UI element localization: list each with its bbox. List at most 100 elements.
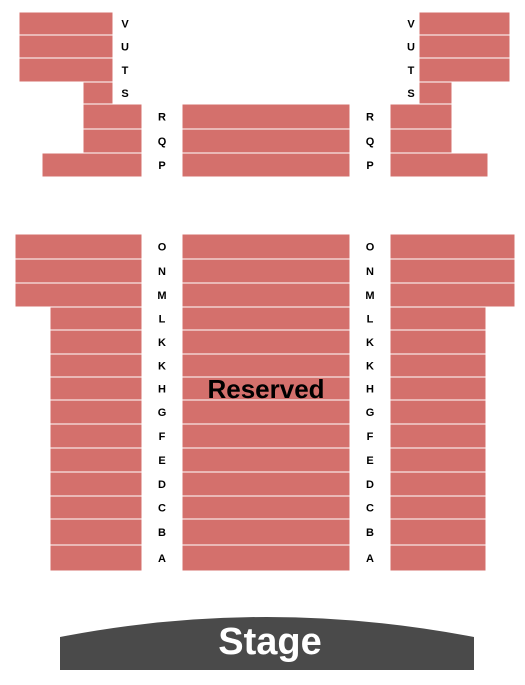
row-o-0-right-block[interactable]	[389, 233, 516, 260]
row-m-2-left-block[interactable]	[14, 282, 143, 308]
row-label-o-0-left: O	[158, 242, 167, 254]
row-l-3-left-block[interactable]	[49, 306, 143, 331]
row-label-s-right: S	[407, 88, 414, 100]
stage	[60, 617, 474, 670]
row-c-11-right-block[interactable]	[389, 495, 487, 520]
row-label-a-13-left: A	[158, 553, 166, 565]
row-r-left-block[interactable]	[82, 103, 143, 130]
row-label-u-left: U	[121, 42, 129, 54]
row-label-c-11-right: C	[366, 503, 374, 515]
reserved-section-label: Reserved	[207, 374, 324, 404]
row-c-11-left-block[interactable]	[49, 495, 143, 520]
row-f-8-left-block[interactable]	[49, 423, 143, 449]
row-g-7-left-block[interactable]	[49, 399, 143, 425]
row-v-left-block[interactable]	[18, 11, 114, 36]
row-e-9-left-block[interactable]	[49, 447, 143, 473]
row-m-2-center-block[interactable]	[181, 282, 351, 308]
row-label-q-left: Q	[158, 136, 167, 148]
row-v-right-block[interactable]	[418, 11, 511, 36]
row-label-n-1-left: N	[158, 266, 166, 278]
row-e-9-right-block[interactable]	[389, 447, 487, 473]
row-u-left-block[interactable]	[18, 34, 114, 59]
row-r-right-block[interactable]	[389, 103, 453, 130]
row-label-o-0-right: O	[366, 242, 375, 254]
row-label-d-10-left: D	[158, 479, 166, 491]
row-n-1-right-block[interactable]	[389, 258, 516, 284]
row-t-left-block[interactable]	[18, 57, 114, 83]
row-a-13-center-block[interactable]	[181, 544, 351, 572]
row-q-left-block[interactable]	[82, 128, 143, 154]
row-g-7-right-block[interactable]	[389, 399, 487, 425]
row-d-10-left-block[interactable]	[49, 471, 143, 497]
row-h-6-left-block[interactable]	[49, 376, 143, 401]
row-label-u-right: U	[407, 42, 415, 54]
row-p-center-block[interactable]	[181, 152, 351, 178]
row-a-13-right-block[interactable]	[389, 544, 487, 572]
row-label-c-11-left: C	[158, 503, 166, 515]
row-m-2-right-block[interactable]	[389, 282, 516, 308]
row-label-h-6-right: H	[366, 384, 374, 396]
row-q-right-block[interactable]	[389, 128, 453, 154]
row-b-12-left-block[interactable]	[49, 518, 143, 546]
row-p-left-block[interactable]	[41, 152, 143, 178]
row-label-t-left: T	[122, 65, 129, 77]
row-d-10-right-block[interactable]	[389, 471, 487, 497]
row-o-0-left-block[interactable]	[14, 233, 143, 260]
row-label-e-9-left: E	[158, 455, 165, 467]
row-l-3-center-block[interactable]	[181, 306, 351, 331]
row-label-l-3-right: L	[367, 314, 374, 326]
seat-blocks	[14, 11, 516, 572]
row-label-k-5-right: K	[366, 361, 374, 373]
row-label-g-7-right: G	[366, 407, 375, 419]
row-label-s-left: S	[121, 88, 128, 100]
row-label-g-7-left: G	[158, 407, 167, 419]
row-label-q-right: Q	[366, 136, 375, 148]
stage-label: Stage	[218, 621, 321, 663]
row-b-12-right-block[interactable]	[389, 518, 487, 546]
row-f-8-right-block[interactable]	[389, 423, 487, 449]
row-label-p-right: P	[366, 160, 373, 172]
row-label-k-4-right: K	[366, 337, 374, 349]
row-k-5-right-block[interactable]	[389, 353, 487, 378]
row-a-13-left-block[interactable]	[49, 544, 143, 572]
row-o-0-center-block[interactable]	[181, 233, 351, 260]
row-t-right-block[interactable]	[418, 57, 511, 83]
row-k-5-left-block[interactable]	[49, 353, 143, 378]
row-d-10-center-block[interactable]	[181, 471, 351, 497]
row-l-3-right-block[interactable]	[389, 306, 487, 331]
row-k-4-center-block[interactable]	[181, 329, 351, 355]
row-h-6-right-block[interactable]	[389, 376, 487, 401]
row-n-1-center-block[interactable]	[181, 258, 351, 284]
row-f-8-center-block[interactable]	[181, 423, 351, 449]
row-label-b-12-right: B	[366, 527, 374, 539]
row-label-m-2-left: M	[157, 290, 166, 302]
row-label-n-1-right: N	[366, 266, 374, 278]
row-s-left-block[interactable]	[82, 81, 114, 105]
row-q-center-block[interactable]	[181, 128, 351, 154]
row-u-right-block[interactable]	[418, 34, 511, 59]
row-r-center-block[interactable]	[181, 103, 351, 130]
row-label-b-12-left: B	[158, 527, 166, 539]
row-label-h-6-left: H	[158, 384, 166, 396]
row-label-f-8-left: F	[159, 431, 166, 443]
row-k-4-right-block[interactable]	[389, 329, 487, 355]
row-s-right-block[interactable]	[418, 81, 453, 105]
row-c-11-center-block[interactable]	[181, 495, 351, 520]
row-label-t-right: T	[408, 65, 415, 77]
row-label-m-2-right: M	[365, 290, 374, 302]
row-n-1-left-block[interactable]	[14, 258, 143, 284]
row-k-4-left-block[interactable]	[49, 329, 143, 355]
row-label-v-left: V	[121, 19, 129, 31]
row-label-r-left: R	[158, 112, 166, 124]
row-label-f-8-right: F	[367, 431, 374, 443]
row-label-v-right: V	[407, 19, 415, 31]
row-p-right-block[interactable]	[389, 152, 489, 178]
row-b-12-center-block[interactable]	[181, 518, 351, 546]
row-label-p-left: P	[158, 160, 165, 172]
row-label-k-5-left: K	[158, 361, 166, 373]
row-label-d-10-right: D	[366, 479, 374, 491]
row-label-e-9-right: E	[366, 455, 373, 467]
row-e-9-center-block[interactable]	[181, 447, 351, 473]
